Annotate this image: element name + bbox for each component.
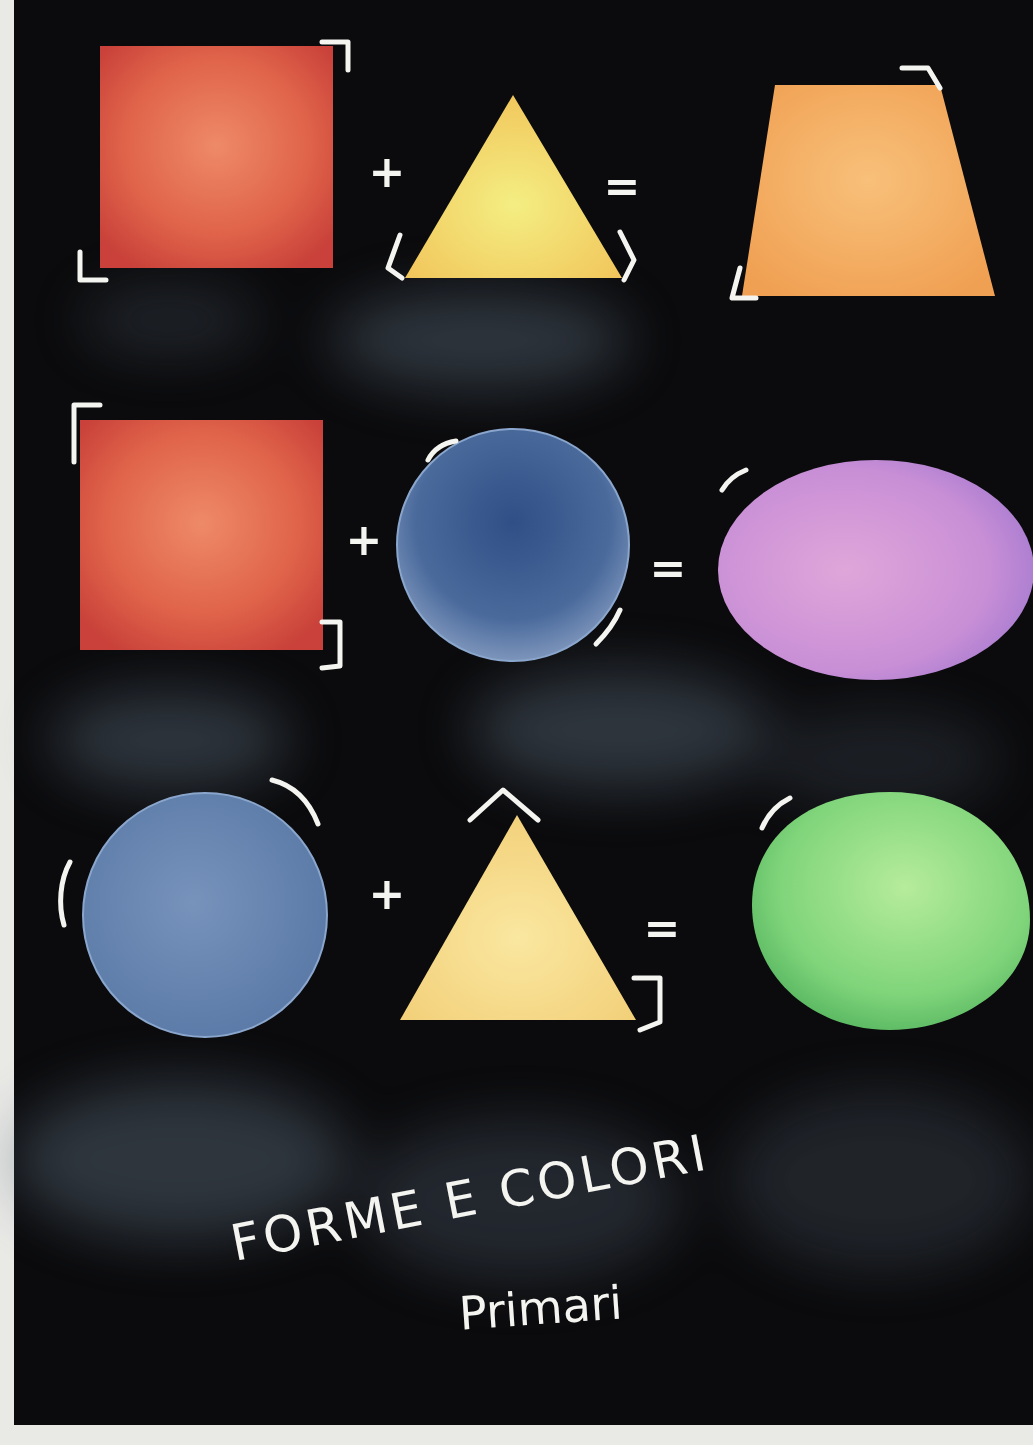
math-sign: = <box>644 906 681 950</box>
yellow-triangle <box>400 815 636 1020</box>
math-sign: + <box>346 518 383 562</box>
purple-oval <box>718 460 1033 680</box>
brackets <box>61 42 940 1030</box>
red-square <box>100 46 333 268</box>
math-sign: + <box>369 150 406 194</box>
blue-circle <box>83 793 327 1037</box>
red-square <box>80 420 323 650</box>
yellow-triangle <box>405 95 622 278</box>
math-sign: = <box>650 546 687 590</box>
smoke <box>10 285 1030 1280</box>
title-text: FORME E COLORI <box>227 1127 714 1269</box>
caption-text: Primari <box>457 1279 623 1336</box>
math-sign: + <box>369 872 406 916</box>
green-egg <box>752 792 1030 1030</box>
blue-circle <box>397 429 629 661</box>
math-sign: = <box>604 164 641 208</box>
orange-trapezoid <box>742 85 995 296</box>
